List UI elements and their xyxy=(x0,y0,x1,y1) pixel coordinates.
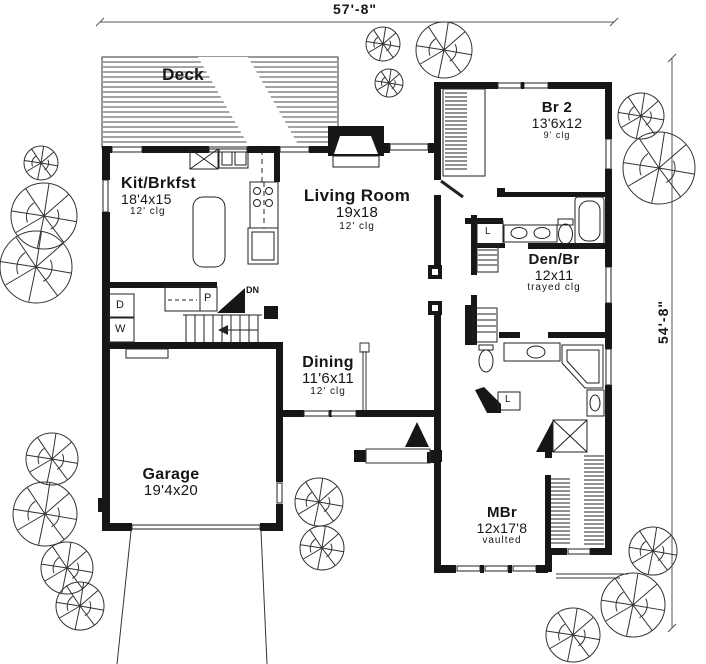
room-size: 13'6x12 xyxy=(531,115,583,132)
room-label-garage: Garage 19'4x20 xyxy=(143,466,200,499)
room-size: 19'4x20 xyxy=(143,482,199,500)
windows xyxy=(102,82,612,572)
deck-boards xyxy=(101,56,339,149)
walls xyxy=(98,82,612,573)
room-ceiling: 12' clg xyxy=(310,386,346,398)
room-name: Living Room xyxy=(303,186,411,205)
room-name: MBr xyxy=(486,504,518,521)
room-ceiling: trayed clg xyxy=(527,282,581,294)
height-dimension: 54'-8" xyxy=(655,300,671,344)
linen-master-label: L xyxy=(505,394,511,405)
width-dimension: 57'-8" xyxy=(333,1,377,17)
kitchen-fixtures xyxy=(189,148,279,268)
room-label-master: MBr 12x17'8 vaulted xyxy=(476,504,528,547)
washer-label: W xyxy=(115,323,126,335)
room-name: Den/Br xyxy=(528,251,580,268)
dimension-lines xyxy=(95,17,677,633)
porch-drive xyxy=(116,342,628,664)
fireplace xyxy=(332,136,380,168)
master-bath-fixtures xyxy=(472,307,605,453)
room-ceiling: 12' clg xyxy=(339,220,375,232)
room-ceiling: vaulted xyxy=(482,535,522,547)
room-label-dining: Dining 11'6x11 12' clg xyxy=(302,354,354,398)
closets xyxy=(442,88,604,545)
room-label-br2: Br 2 13'6x12 9' clg xyxy=(531,99,583,141)
room-size: 12x17'8 xyxy=(476,520,528,537)
linen-hall-label: L xyxy=(485,226,491,237)
hall-bath-fixtures xyxy=(440,179,605,273)
room-name: Dining xyxy=(302,354,354,371)
room-size: 18'4x15 xyxy=(121,191,172,208)
column-caps xyxy=(432,269,438,311)
room-size: 19x18 xyxy=(335,204,379,222)
pantry-label: P xyxy=(204,292,212,304)
room-ceiling: 9' clg xyxy=(543,130,571,141)
stairs-down-label: DN xyxy=(246,285,259,295)
room-label-kitchen: Kit/Brkfst 18'4x15 12' clg xyxy=(121,175,196,218)
room-size: 12x11 xyxy=(534,267,574,284)
room-name: Br 2 xyxy=(541,99,573,116)
room-label-living: Living Room 19x18 12' clg xyxy=(303,186,411,232)
stairs xyxy=(183,314,262,342)
room-size: 11'6x11 xyxy=(302,370,354,388)
room-label-deck: Deck xyxy=(162,65,204,84)
room-name: Deck xyxy=(162,65,204,84)
room-name: Garage xyxy=(142,466,200,483)
laundry-pantry xyxy=(107,286,218,359)
room-ceiling: 12' clg xyxy=(130,206,166,218)
room-name: Kit/Brkfst xyxy=(121,175,197,192)
room-label-den: Den/Br 12x11 trayed clg xyxy=(527,251,581,294)
dryer-label: D xyxy=(116,299,124,311)
